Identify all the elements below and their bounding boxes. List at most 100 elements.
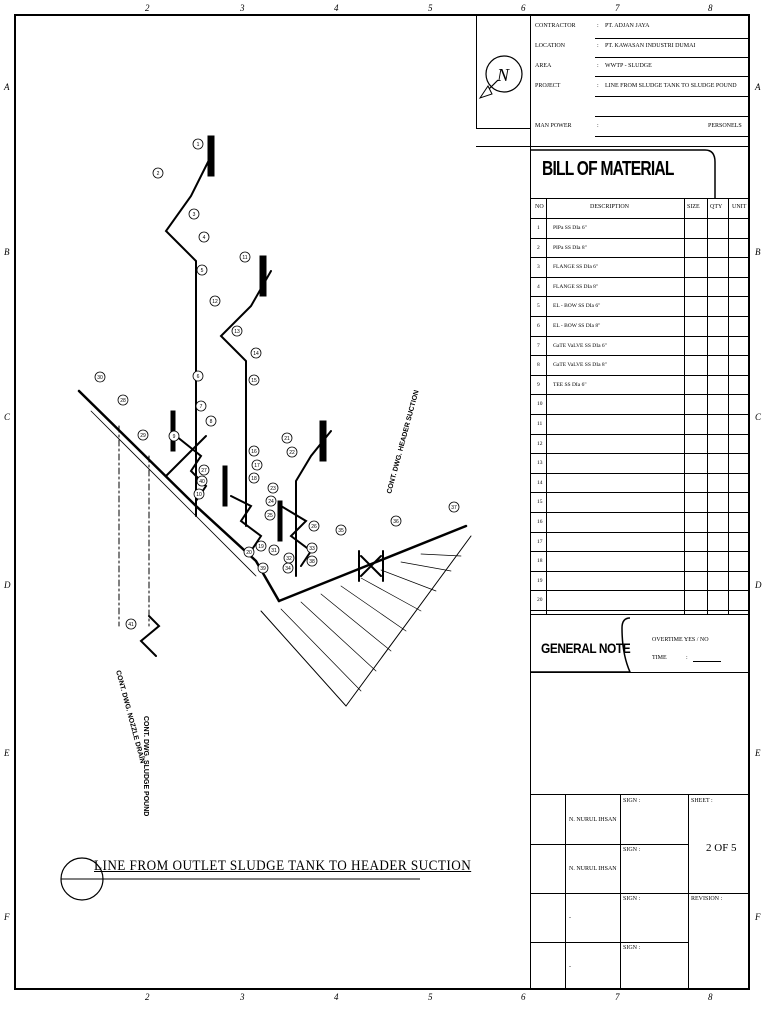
callout-number: 22 bbox=[289, 450, 295, 456]
info-colon: : bbox=[597, 63, 599, 69]
callout-bubble: 37 bbox=[448, 501, 460, 513]
info-colon: : bbox=[686, 655, 688, 661]
bom-row: 19 bbox=[531, 572, 750, 592]
bom-row: 13 bbox=[531, 454, 750, 474]
bom-row-description: GaTE VaLVE SS DIa 8" bbox=[553, 362, 607, 369]
ruler-bottom-label: 4 bbox=[334, 992, 339, 1002]
callout-bubble: 34 bbox=[282, 562, 294, 574]
bom-row: 12 bbox=[531, 435, 750, 455]
callout-number: 25 bbox=[267, 513, 273, 519]
bom-row-description: GaTE VaLVE SS DIa 6" bbox=[553, 342, 607, 349]
ruler-top-label: 2 bbox=[145, 3, 150, 13]
bom-row-description: TEE SS DIa 6" bbox=[553, 381, 587, 388]
branch-pipe-2-zigzag bbox=[230, 495, 263, 552]
area-value: WWTP - SLUDGE bbox=[605, 63, 652, 69]
sign-label: SIGN : bbox=[623, 847, 641, 853]
ruler-top-label: 6 bbox=[521, 3, 526, 13]
branch-pipe-2 bbox=[219, 270, 272, 527]
branch-pipe-3-zigzag bbox=[280, 505, 313, 567]
callout-number: 39 bbox=[260, 566, 266, 572]
bom-row: 14 bbox=[531, 474, 750, 494]
contractor-value: PT. ADJAN JAYA bbox=[605, 23, 650, 29]
callout-bubble: 21 bbox=[281, 432, 293, 444]
project-label: PROJECT bbox=[535, 83, 561, 89]
drawing-notes: CONT. DWG. SLUDGE POUND CONT. DWG. HEADE… bbox=[114, 389, 421, 816]
bom-row-no: 7 bbox=[537, 342, 540, 349]
bom-top-border bbox=[476, 146, 750, 147]
bom-row-no: 10 bbox=[537, 401, 543, 408]
info-colon: : bbox=[597, 123, 599, 129]
callout-number: 36 bbox=[393, 519, 399, 525]
info-underline bbox=[595, 96, 749, 97]
callout-number: 28 bbox=[120, 398, 126, 404]
callout-bubble: 36 bbox=[390, 515, 402, 527]
note-nozzle-drain: CONT. DWG. NOZZLE DRAIN bbox=[114, 670, 146, 765]
bom-row-no: 1 bbox=[537, 225, 540, 231]
callout-bubbles: 1234567891011121314151617181920212223242… bbox=[94, 138, 460, 630]
callout-number: 40 bbox=[199, 479, 205, 485]
sign-grid-col bbox=[688, 794, 689, 988]
bom-row-no: 18 bbox=[537, 558, 543, 565]
callout-bubble: 2 bbox=[152, 167, 164, 179]
bom-row-no: 2 bbox=[537, 244, 540, 251]
callout-number: 30 bbox=[97, 375, 103, 381]
bom-row-description: EL - BOW SS DIa 6" bbox=[553, 303, 601, 310]
ruler-left-label: D bbox=[4, 580, 11, 590]
callout-bubble: 33 bbox=[306, 542, 318, 554]
callout-number: 18 bbox=[251, 476, 257, 482]
ruler-left-label: E bbox=[4, 748, 10, 758]
callout-bubble: 10 bbox=[193, 488, 205, 500]
ruler-right-label: F bbox=[755, 912, 761, 922]
personel-label: PERSONELS bbox=[708, 123, 742, 129]
callout-number: 6 bbox=[197, 374, 200, 380]
ruler-top-label: 4 bbox=[334, 3, 339, 13]
bom-row-no: 17 bbox=[537, 538, 543, 545]
title-block-right-edge bbox=[749, 16, 750, 988]
ruler-bottom-label: 6 bbox=[521, 992, 526, 1002]
callout-number: 31 bbox=[271, 548, 277, 554]
bom-col-line bbox=[707, 198, 708, 614]
bom-row: 17 bbox=[531, 533, 750, 553]
ruler-right-label: B bbox=[755, 247, 761, 257]
callout-bubble: 31 bbox=[268, 544, 280, 556]
info-underline bbox=[595, 38, 749, 39]
callout-bubble: 1 bbox=[192, 138, 204, 150]
callout-bubble: 20 bbox=[243, 546, 255, 558]
bom-row-no: 4 bbox=[537, 283, 540, 290]
bom-header-unit: UNIT bbox=[732, 204, 747, 210]
dimension-line bbox=[90, 410, 257, 577]
callout-bubble: 7 bbox=[195, 400, 207, 412]
north-box-border bbox=[476, 128, 531, 129]
bom-row-description: EL - BOW SS DIa 8" bbox=[553, 323, 601, 329]
callout-number: 1 bbox=[197, 142, 200, 148]
callout-number: 38 bbox=[309, 559, 315, 565]
ruler-bottom-label: 5 bbox=[428, 992, 433, 1002]
location-label: LOCATION bbox=[535, 43, 565, 49]
callout-number: 15 bbox=[251, 378, 257, 384]
callout-bubble: 32 bbox=[283, 552, 295, 564]
isometric-piping-drawing: 1234567891011121314151617181920212223242… bbox=[60, 135, 472, 901]
callout-number: 33 bbox=[309, 546, 315, 552]
callout-bubble: 40 bbox=[196, 475, 208, 487]
callout-bubble: 38 bbox=[306, 555, 318, 567]
callout-number: 27 bbox=[201, 468, 207, 474]
callout-bubble: 14 bbox=[250, 347, 262, 359]
info-underline bbox=[595, 57, 749, 58]
callout-number: 37 bbox=[451, 505, 457, 511]
flange-bar bbox=[319, 420, 327, 462]
callout-bubble: 23 bbox=[267, 482, 279, 494]
bom-col-line bbox=[684, 198, 685, 614]
callout-bubble: 28 bbox=[117, 394, 129, 406]
callout-number: 20 bbox=[246, 550, 252, 556]
bom-header-border bbox=[531, 198, 750, 199]
callout-bubble: 30 bbox=[94, 371, 106, 383]
signer-name: N. NURUL IHSAN bbox=[569, 866, 617, 872]
bom-title: BILL OF MATERIAL bbox=[542, 158, 674, 180]
flange-bar bbox=[207, 135, 215, 177]
callout-number: 7 bbox=[200, 404, 203, 410]
bom-header-description: DESCRIPTION bbox=[590, 204, 630, 210]
sign-grid-col bbox=[565, 794, 566, 988]
info-colon: : bbox=[597, 83, 599, 89]
bom-header-no: NO bbox=[535, 204, 544, 210]
